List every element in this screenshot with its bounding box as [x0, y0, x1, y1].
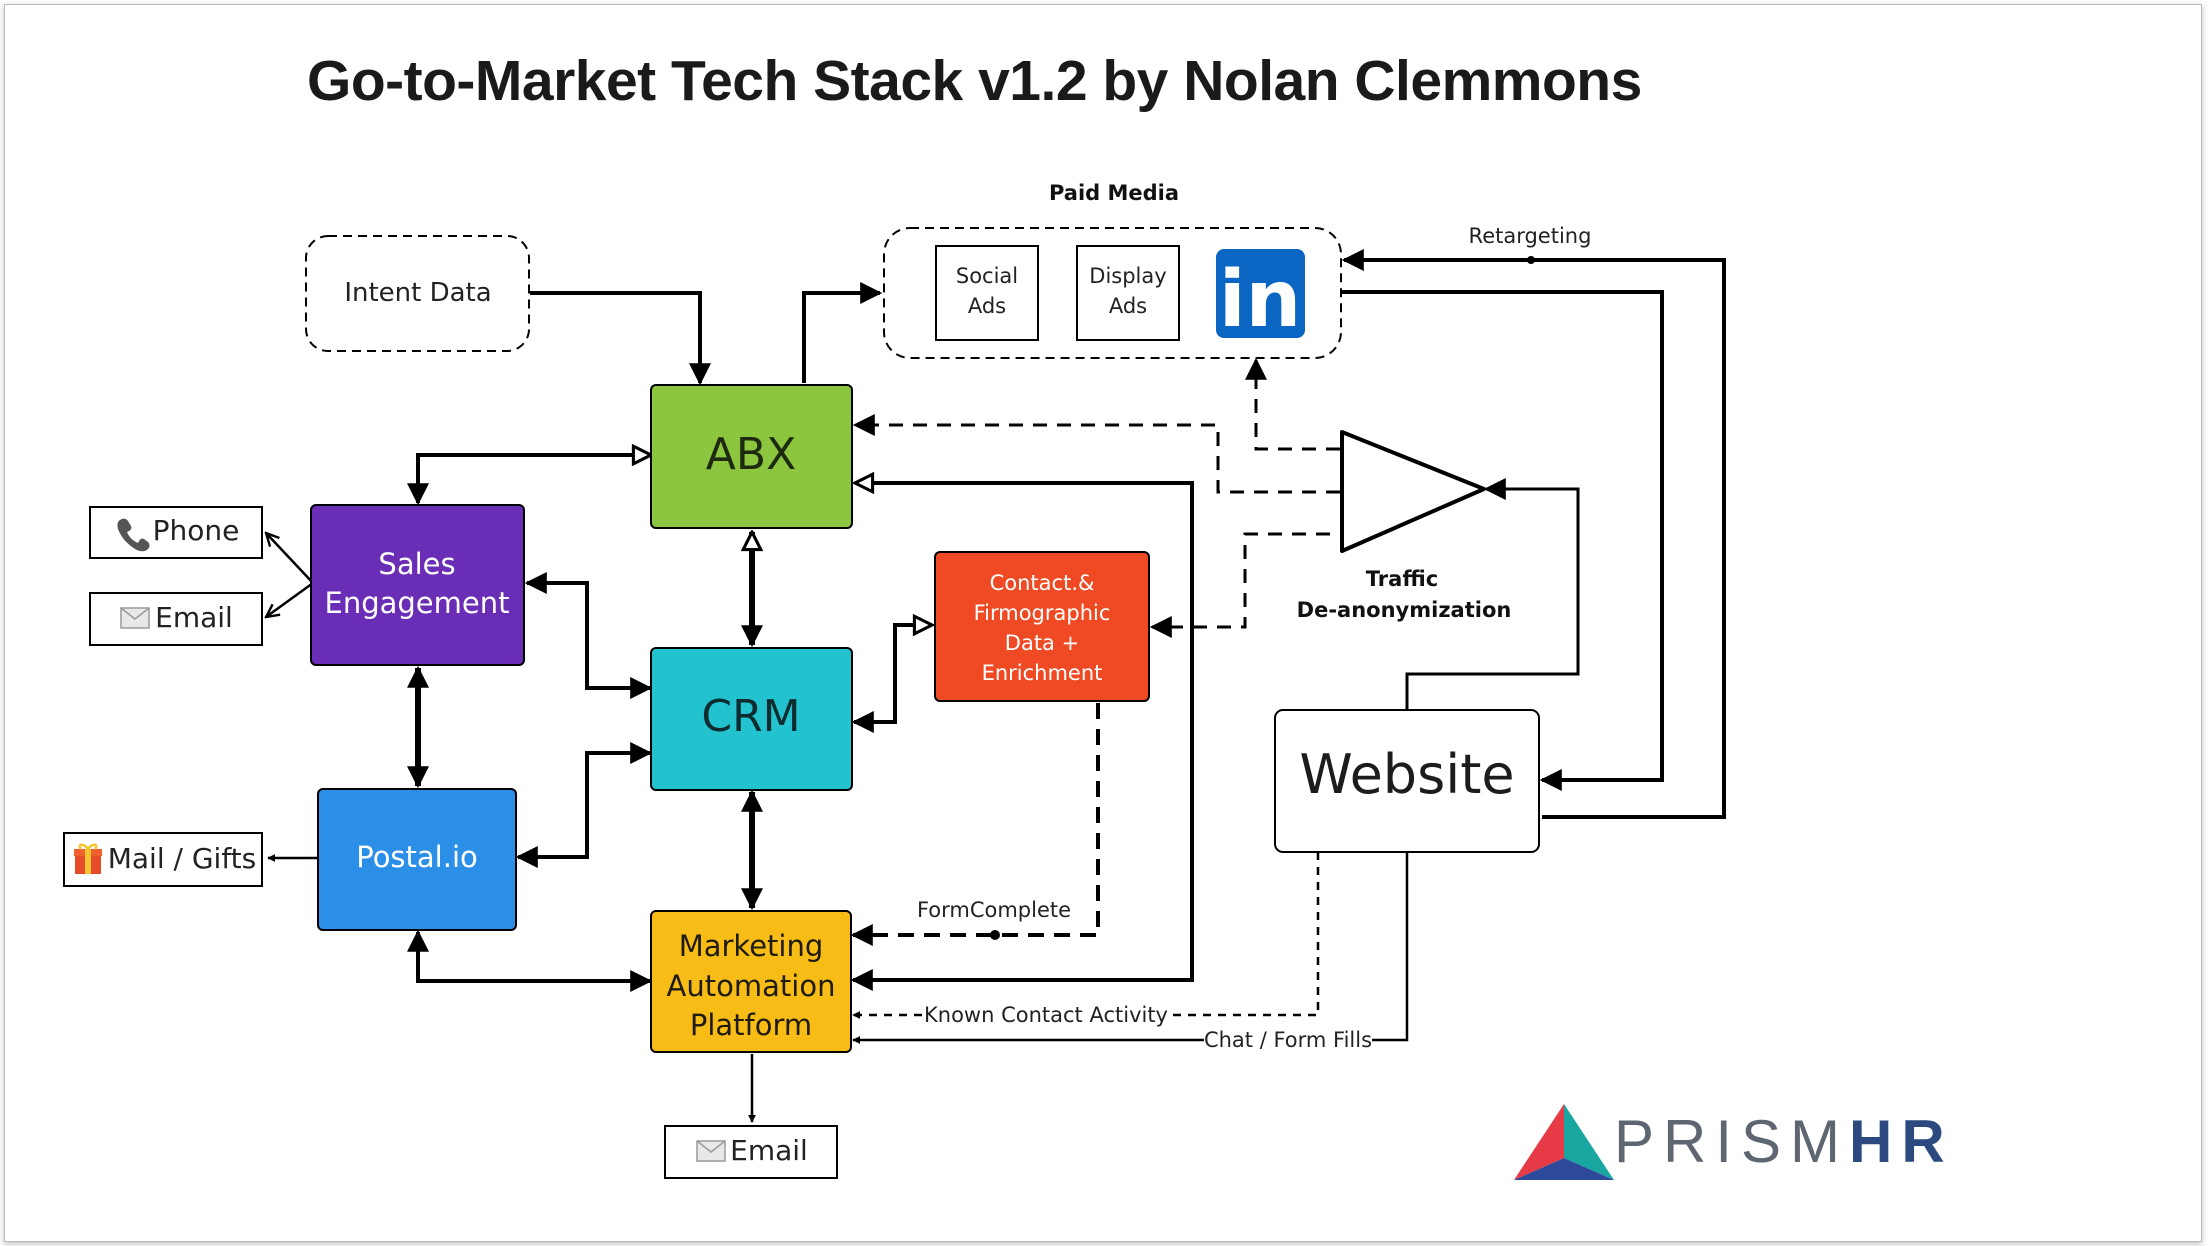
node-intent-data: Intent Data [305, 235, 530, 352]
node-phone: Phone [89, 506, 263, 559]
edge-intent-to-abx [530, 291, 711, 386]
envelope-icon [120, 607, 150, 629]
enrichment-label-line1: Contact.& [990, 571, 1095, 595]
label-chat-form: Chat / Form Fills [1204, 1028, 1372, 1052]
paid-media-label: Paid Media [1049, 181, 1179, 205]
edge-postal-crm [515, 742, 653, 868]
intent-data-label: Intent Data [344, 278, 491, 308]
edge-paid-media-to-website [1342, 290, 1664, 791]
edge-sales-abx [418, 455, 651, 503]
node-mail-gifts: Mail / Gifts [63, 832, 263, 887]
label-known-contact: Known Contact Activity [924, 1003, 1168, 1027]
display-ads-box: Display Ads [1076, 245, 1180, 341]
node-email-top: Email [89, 592, 263, 646]
linkedin-logo-text: in [1219, 255, 1301, 345]
postal-label: Postal.io [356, 840, 478, 874]
node-traffic-deanonymization: Traffic De-anonymization [1297, 430, 1512, 622]
edge-labels: Retargeting FormComplete Known Contact A… [917, 224, 1592, 1052]
email-bottom-label: Email [730, 1134, 808, 1167]
email-top-label: Email [155, 601, 233, 634]
edge-traffic-to-enrichment [1149, 532, 1330, 638]
phone-label: Phone [153, 514, 240, 547]
sales-engagement-label-line2: Engagement [325, 586, 510, 620]
node-email-bottom: Email [664, 1125, 838, 1179]
gift-icon [74, 843, 102, 874]
map-label-line3: Platform [690, 1008, 812, 1042]
node-abx: ABX [650, 384, 853, 529]
social-ads-box: Social Ads [935, 245, 1039, 341]
edge-form-complete [850, 703, 1100, 946]
linkedin-icon: in [1216, 249, 1305, 345]
edge-sales-to-phone [266, 533, 314, 584]
enrichment-label-line4: Enrichment [982, 661, 1103, 685]
envelope-icon [696, 1140, 726, 1162]
diagram-title: Go-to-Market Tech Stack v1.2 by Nolan Cl… [307, 49, 1642, 113]
edge-postal-map [407, 929, 653, 992]
edge-chat-form [853, 852, 1409, 1040]
form-complete-dot [990, 930, 1000, 940]
phone-icon [117, 518, 150, 552]
traffic-label-line1: Traffic [1366, 567, 1438, 591]
abx-label: ABX [706, 429, 796, 480]
crm-label: CRM [701, 691, 800, 742]
edge-sales-to-email [266, 581, 314, 617]
node-paid-media: Paid Media Social Ads Display Ads in [883, 181, 1342, 359]
display-ads-label-line2: Ads [1109, 294, 1147, 318]
node-postal: Postal.io [317, 788, 517, 931]
node-marketing-automation: Marketing Automation Platform [650, 910, 852, 1053]
edge-known-contact [853, 852, 1320, 1015]
enrichment-label-line2: Firmographic [974, 601, 1111, 625]
edge-crm-enrichment [854, 625, 932, 722]
edge-website-to-traffic [1405, 478, 1580, 710]
display-ads-label-line1: Display [1089, 264, 1166, 288]
node-enrichment: Contact.& Firmographic Data + Enrichment [934, 551, 1150, 702]
node-sales-engagement: Sales Engagement [310, 504, 525, 666]
node-crm: CRM [650, 647, 853, 791]
node-website: Website [1274, 709, 1540, 853]
label-retargeting: Retargeting [1469, 224, 1592, 248]
edge-traffic-to-abx [852, 414, 1340, 494]
connectors [266, 249, 1726, 1123]
edge-sales-crm [524, 572, 653, 699]
map-label-line2: Automation [667, 969, 836, 1003]
logo-text-prism: PRISM [1614, 1108, 1850, 1175]
logo-wordmark: PRISMHR [1614, 1110, 1954, 1174]
edge-traffic-to-linkedin [1245, 357, 1340, 451]
website-label: Website [1299, 743, 1514, 806]
mail-gifts-label: Mail / Gifts [108, 842, 257, 875]
logo-text-hr: HR [1849, 1108, 1954, 1175]
sales-engagement-label-line1: Sales [378, 547, 455, 581]
label-form-complete: FormComplete [917, 898, 1071, 922]
social-ads-label-line2: Ads [968, 294, 1006, 318]
retargeting-dot [1527, 256, 1535, 264]
social-ads-label-line1: Social [956, 264, 1018, 288]
prismhr-logo-icon [1514, 1104, 1614, 1180]
map-label-line1: Marketing [679, 929, 824, 963]
edge-abx-to-paid-media [802, 282, 883, 383]
enrichment-label-line3: Data + [1005, 631, 1079, 655]
traffic-label-line2: De-anonymization [1297, 598, 1512, 622]
